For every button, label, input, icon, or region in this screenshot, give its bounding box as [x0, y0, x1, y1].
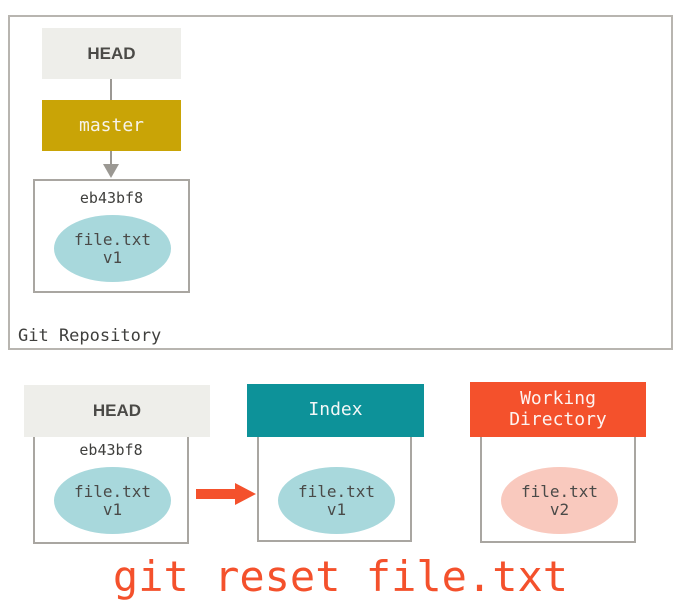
- area-index-blob-version: v1: [326, 499, 347, 519]
- repo-master-chip[interactable]: master: [42, 100, 181, 151]
- master-to-commit-arrowhead-icon: [103, 164, 119, 178]
- git-repository-label: Git Repository: [18, 326, 162, 346]
- area-index-header[interactable]: Index: [247, 384, 424, 437]
- area-index-box[interactable]: file.txt v1: [257, 437, 412, 542]
- repo-commit-sha: eb43bf8: [79, 189, 144, 207]
- head-to-index-arrow: [196, 483, 256, 505]
- area-working-directory-box[interactable]: file.txt v2: [480, 437, 636, 543]
- repo-commit-blob-filename: file.txt: [73, 229, 152, 249]
- repo-head-chip[interactable]: HEAD: [42, 28, 181, 79]
- area-head-header-label: HEAD: [92, 401, 142, 420]
- area-index-blob[interactable]: file.txt v1: [278, 467, 395, 534]
- area-head-blob[interactable]: file.txt v1: [54, 467, 171, 534]
- area-working-directory-header-text: Working Directory: [509, 389, 607, 429]
- area-working-directory-header-line1: Working: [520, 388, 596, 410]
- area-index-header-label: Index: [308, 399, 363, 421]
- repo-commit-blob[interactable]: file.txt v1: [54, 215, 171, 282]
- area-head-blob-filename: file.txt: [73, 481, 152, 501]
- area-working-directory-blob-version: v2: [549, 499, 570, 519]
- area-head-blob-version: v1: [102, 499, 123, 519]
- arrow-head-icon: [235, 483, 256, 505]
- repo-master-label: master: [78, 115, 145, 136]
- command-caption: git reset file.txt: [112, 552, 569, 601]
- repo-head-label: HEAD: [87, 43, 136, 63]
- area-head-box[interactable]: eb43bf8 file.txt v1: [33, 437, 189, 544]
- repo-commit-blob-version: v1: [102, 247, 123, 267]
- area-head-header[interactable]: HEAD: [24, 385, 210, 437]
- area-working-directory-blob[interactable]: file.txt v2: [501, 467, 618, 534]
- master-to-commit-connector: [110, 151, 112, 166]
- area-index-blob-filename: file.txt: [297, 481, 376, 501]
- arrow-shaft: [196, 489, 238, 499]
- head-to-master-connector: [110, 79, 112, 100]
- area-head-sha: eb43bf8: [79, 441, 143, 459]
- repo-commit-box[interactable]: eb43bf8 file.txt v1: [33, 179, 190, 293]
- area-working-directory-header-line2: Directory: [509, 408, 607, 430]
- area-working-directory-blob-filename: file.txt: [520, 481, 599, 501]
- area-working-directory-header[interactable]: Working Directory: [470, 382, 646, 437]
